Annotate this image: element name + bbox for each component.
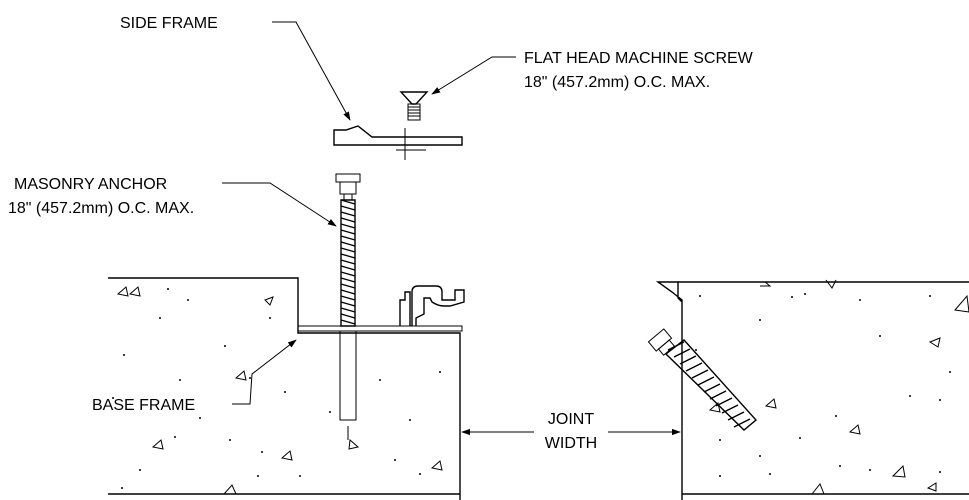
right-concrete-slab xyxy=(647,279,969,500)
labels: SIDE FRAME FLAT HEAD MACHINE SCREW 18" (… xyxy=(8,15,754,452)
label-flat-head-screw-1: FLAT HEAD MACHINE SCREW xyxy=(524,50,754,67)
side-frame xyxy=(333,125,463,160)
label-width: WIDTH xyxy=(545,435,597,452)
left-concrete-slab xyxy=(108,173,465,500)
masonry-anchor xyxy=(335,173,361,440)
label-base-frame: BASE FRAME xyxy=(92,397,195,414)
leader-lines xyxy=(222,21,681,436)
label-side-frame: SIDE FRAME xyxy=(120,15,218,32)
angled-anchor xyxy=(647,328,758,431)
flat-head-machine-screw xyxy=(399,91,429,121)
label-joint: JOINT xyxy=(548,411,594,428)
label-masonry-anchor-2: 18" (457.2mm) O.C. MAX. xyxy=(8,200,194,217)
base-frame xyxy=(297,285,465,332)
label-masonry-anchor-1: MASONRY ANCHOR xyxy=(14,176,167,193)
label-flat-head-screw-2: 18" (457.2mm) O.C. MAX. xyxy=(524,74,710,91)
